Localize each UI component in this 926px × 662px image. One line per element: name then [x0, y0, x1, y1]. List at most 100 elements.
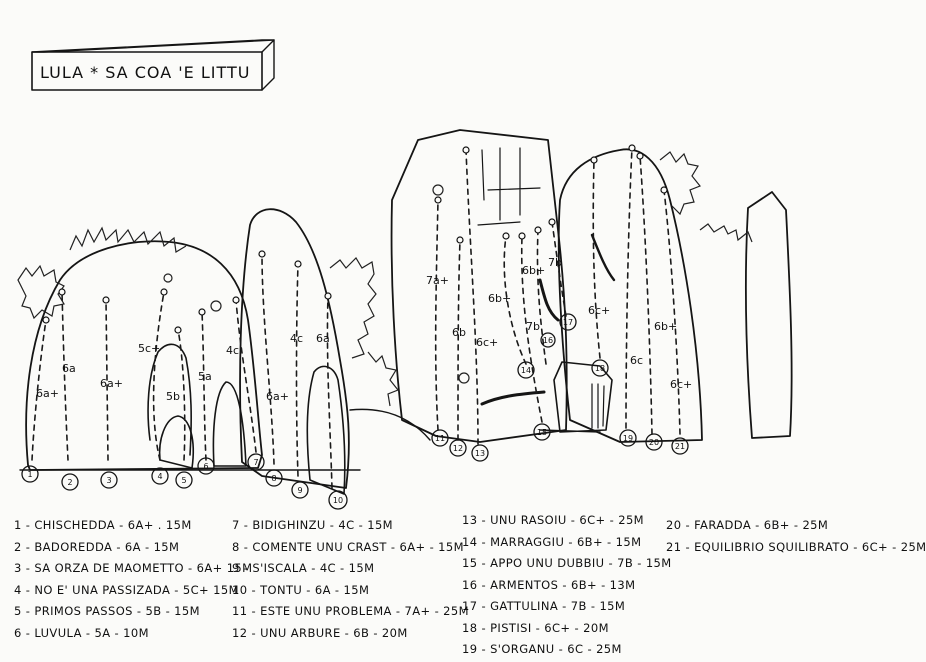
- grade-label-14: 6b+: [488, 292, 511, 305]
- route-line-19: [625, 147, 633, 429]
- legend-item-2: 2 - BADOREDDA - 6a - 15m: [14, 539, 180, 554]
- anchor-15: [518, 232, 526, 240]
- grade-label-7: 4c: [226, 344, 239, 357]
- bush-right-2: [699, 223, 753, 243]
- legend-item-18: 18 - PISTISI - 6c+ - 20m: [462, 620, 609, 635]
- anchor-13: [462, 146, 470, 154]
- route-marker-12: 12: [449, 439, 467, 457]
- slab-far-right: [745, 191, 793, 439]
- tuft-1: [432, 184, 444, 196]
- grade-label-3: 6a+: [100, 377, 123, 390]
- legend-item-16: 16 - ARMENTOS - 6b+ - 13m: [462, 577, 636, 592]
- route-line-18: [592, 159, 601, 359]
- route-line-15: [520, 235, 543, 423]
- legend-item-4: 4 - NO E' UNA PASSIZADA - 5c+ 15m: [14, 582, 239, 597]
- bush-right: [659, 151, 701, 216]
- route-line-20: [639, 155, 653, 435]
- roof-crack: [480, 278, 560, 406]
- grade-label-2: 6a: [62, 362, 76, 375]
- grade-labels: 6a+ 6a 6a+ 5c+ 5b 5a 4c 6a+ 4c 6a 7a+ 6b…: [36, 256, 692, 403]
- legend-item-15: 15 - APPO UNU DUBBIU - 7b - 15m: [462, 556, 672, 570]
- route-legend-column-1: 1 - CHISCHEDDA - 6a+ . 15m 2 - BADOREDDA…: [14, 515, 252, 644]
- route-line-11: [434, 199, 439, 431]
- tower-right-main: [390, 129, 568, 443]
- route-line-21: [663, 189, 681, 435]
- grade-label-18: 6c+: [588, 304, 610, 317]
- route-line-17: [551, 221, 567, 317]
- tower-right-cracks: [477, 147, 541, 226]
- legend-item-9: 9 - S'ISCALA - 4c - 15m: [232, 561, 375, 575]
- anchor-8: [258, 250, 266, 258]
- bush-top-left: [69, 226, 187, 253]
- route-marker-6: 6: [197, 457, 215, 475]
- route-number-6: 6: [203, 462, 208, 471]
- route-line-1: [31, 319, 47, 461]
- pillar-5: [147, 343, 192, 456]
- bush-middle: [329, 257, 377, 359]
- route-number-2: 2: [67, 478, 72, 487]
- route-marker-1: 1: [21, 465, 39, 483]
- route-legend-column-3: 13 - UNU RASOIU - 6c+ - 25m 14 - MARRAGG…: [462, 510, 672, 661]
- grade-label-21: 6c+: [670, 378, 692, 391]
- route-number-10: 10: [333, 496, 343, 505]
- route-legend-column-4: 20 - FARADDA - 6b+ - 25m 21 - EQUILIBRIO…: [666, 515, 926, 558]
- legend-item-3: 3 - SA ORZA DE MAOMETTO - 6a+ 15m: [14, 561, 253, 575]
- grade-label-15: 7b: [526, 320, 540, 333]
- anchor-4: [160, 288, 168, 296]
- anchor-20: [636, 152, 644, 160]
- grade-label-8: 6a+: [266, 390, 289, 403]
- route-number-19: 19: [623, 434, 633, 443]
- legend-item-6: 6 - LUVULA - 5a - 10m: [14, 625, 149, 640]
- block-18-hatch: [591, 383, 605, 429]
- route-lines: [31, 144, 681, 489]
- route-number-3: 3: [106, 476, 111, 485]
- grade-label-20: 6b+: [654, 320, 677, 333]
- route-number-markers: 1 2 3 4 5 6 7 8 9 10 11 12 13 14 15 16 1…: [21, 313, 689, 510]
- route-line-9: [295, 263, 299, 477]
- route-number-17: 17: [563, 318, 573, 327]
- route-line-8: [261, 253, 275, 465]
- anchor-11: [434, 196, 442, 204]
- bush-middle-2: [367, 351, 399, 407]
- legend-item-13: 13 - UNU RASOIU - 6c+ - 25m: [462, 513, 644, 527]
- title-box: LULA * SA COA 'E LITTU: [31, 39, 275, 91]
- route-marker-19: 19: [619, 429, 637, 447]
- legend-item-1: 1 - CHISCHEDDA - 6a+ . 15m: [14, 518, 192, 532]
- legend-item-14: 14 - MARRAGGIU - 6b+ - 15m: [462, 534, 642, 549]
- title-text: LULA * SA COA 'E LITTU: [40, 63, 250, 82]
- route-marker-13: 13: [471, 444, 489, 462]
- legend-item-8: 8 - COMENTE UNU CRAST - 6a+ - 15m: [232, 539, 464, 554]
- anchor-10: [324, 292, 332, 300]
- boulder-left: [25, 240, 263, 471]
- anchor-3: [102, 296, 110, 304]
- grade-label-9: 4c: [290, 332, 303, 345]
- route-line-2: [61, 291, 69, 461]
- route-number-14: 14: [521, 366, 531, 375]
- topo-drawing: LULA * SA COA 'E LITTU: [17, 39, 793, 510]
- route-marker-15: 15: [533, 423, 551, 441]
- grade-label-12: 6b: [452, 326, 466, 339]
- grade-label-6: 5a: [198, 370, 212, 383]
- grade-label-5: 5b: [166, 390, 180, 403]
- anchor-21: [660, 186, 668, 194]
- tower-far-right-crack: [590, 233, 616, 282]
- anchor-12: [456, 236, 464, 244]
- vegetation: [17, 151, 753, 407]
- tuft-4: [458, 372, 470, 384]
- grade-label-1: 6a+: [36, 387, 59, 400]
- rock-formations: [25, 129, 793, 495]
- legend-item-17: 17 - GATTULINA - 7b - 15m: [462, 599, 626, 613]
- route-line-10: [326, 295, 333, 489]
- route-marker-16: 16: [540, 332, 556, 348]
- route-marker-4: 4: [151, 467, 169, 485]
- route-marker-14: 14: [517, 361, 535, 379]
- anchor-7: [232, 296, 240, 304]
- route-marker-7: 7: [247, 453, 265, 471]
- bush-left: [17, 264, 65, 320]
- route-line-3: [105, 299, 109, 461]
- grade-label-4: 5c+: [138, 342, 160, 355]
- slab-6: [212, 381, 247, 467]
- route-marker-18: 18: [591, 359, 609, 377]
- route-line-5: [177, 329, 186, 461]
- route-number-5: 5: [181, 476, 186, 485]
